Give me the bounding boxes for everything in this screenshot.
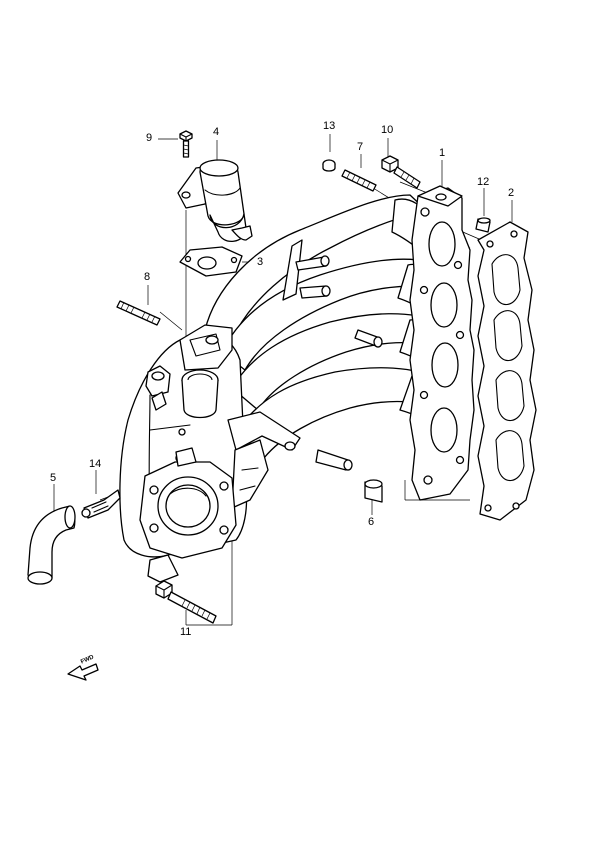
part-5-hose [27,505,76,585]
part-6-collar [364,479,383,503]
callout-4: 4 [213,126,220,138]
part-14-sensor [81,489,121,519]
callout-12: 12 [477,176,490,188]
part-1-manifold-flange [409,185,475,501]
callout-14: 14 [89,458,102,470]
part-13-washer [322,159,336,172]
callout-3: 3 [257,256,264,268]
throttle-body-flange [139,447,237,559]
fwd-arrow-icon [67,663,99,681]
callout-6: 6 [368,516,375,528]
callout-8: 8 [144,271,151,283]
part-9-bolt [179,130,193,158]
part-8-stud [116,300,161,326]
vacuum-tube-lower [315,449,353,471]
part-2-manifold-gasket [477,221,537,521]
callout-13: 13 [323,120,336,132]
callout-1: 1 [439,147,446,159]
part-7-stud [341,169,377,192]
part-4-iac-valve [177,159,253,242]
callout-10: 10 [381,124,394,136]
callout-9: 9 [146,132,153,144]
callout-2: 2 [508,187,515,199]
part-12-dowel [475,217,491,233]
callout-7: 7 [357,141,364,153]
vacuum-pipe-bracket [282,239,383,348]
part-10-bolt [381,155,421,189]
callout-5: 5 [50,472,57,484]
callout-11: 11 [180,626,192,638]
part-3-gasket [179,246,243,277]
part-11-bolt [155,580,217,624]
